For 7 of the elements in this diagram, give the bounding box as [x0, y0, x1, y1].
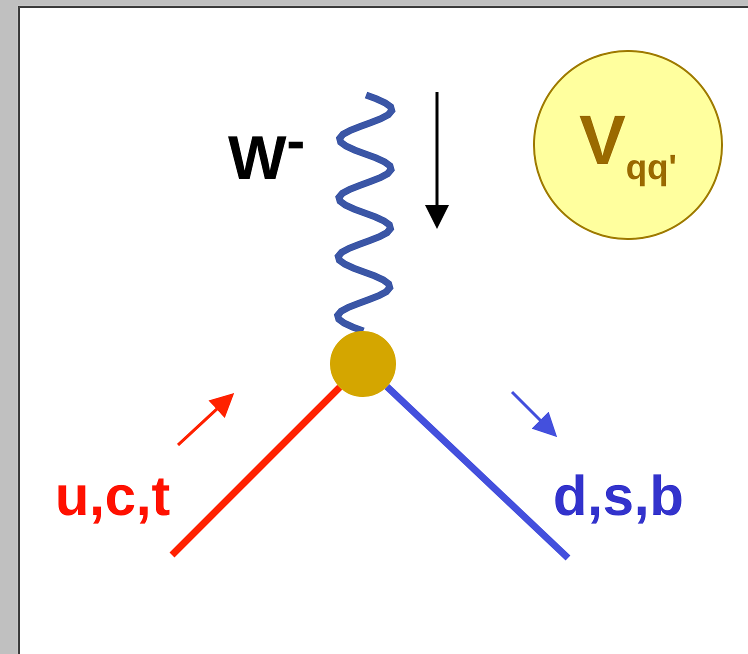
boson-label: W$^{-}$ — [228, 128, 306, 190]
quark-label: d,s,b — [553, 468, 684, 524]
quark-line — [170, 384, 342, 558]
matrix-element-symbol: V$_{qq'}$ — [579, 105, 677, 185]
boson-wavy-line — [334, 92, 396, 334]
quark-label: u,c,t — [55, 468, 170, 524]
quark-line — [384, 384, 570, 561]
